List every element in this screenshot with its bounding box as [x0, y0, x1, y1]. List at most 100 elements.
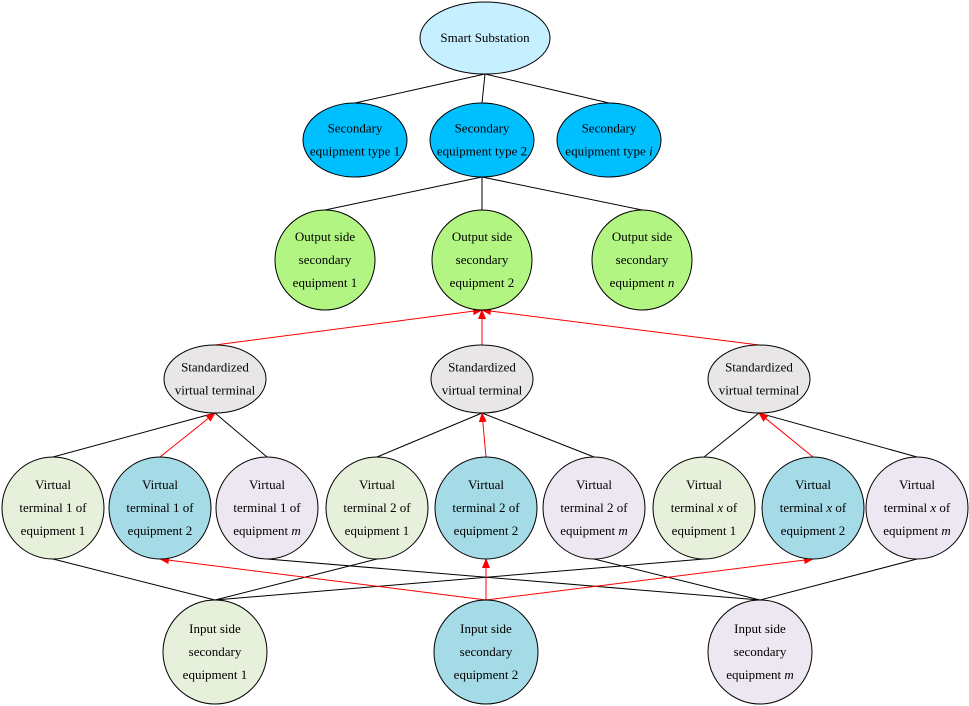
- node-vt-x-eq-m-label-line-3: equipment m: [883, 523, 951, 538]
- mapping-arrow-in2-vtx2: [485, 556, 814, 601]
- edge-vt2m-inm: [593, 558, 761, 601]
- node-input-equipment-2-label-line-2: secondary: [460, 644, 513, 659]
- node-standardized-terminal-2-label-line-1: Standardized: [448, 360, 516, 375]
- edge-type2-out1: [324, 176, 483, 211]
- node-vt-1-eq-m-label-line-1: Virtual: [249, 477, 285, 492]
- edge-root-type1: [354, 73, 486, 104]
- edge-vt1m-inm: [266, 558, 761, 601]
- node-vt-x-eq-2-shape: [761, 456, 865, 560]
- node-smart-substation-label-line-1: Smart Substation: [440, 30, 530, 45]
- node-standardized-terminal-1-label-line-2: virtual terminal: [175, 383, 256, 398]
- node-vt-x-eq-m-label-line-1: Virtual: [899, 477, 935, 492]
- node-output-equipment-2-label-line-3: equipment 2: [450, 275, 515, 290]
- node-input-equipment-2-shape: [433, 599, 539, 705]
- node-input-equipment-m-label-line-1: Input side: [734, 621, 786, 636]
- node-equipment-type-1: Secondary equipment type 1: [302, 102, 408, 178]
- node-input-equipment-1-label-line-3: equipment 1: [183, 667, 248, 682]
- node-input-equipment-m-shape: [707, 599, 813, 705]
- node-output-equipment-2-label-line-2: secondary: [456, 252, 509, 267]
- node-vt-1-eq-1: Virtual terminal 1 of equipment 1: [1, 456, 105, 560]
- node-vt-1-eq-m-label-line-3: equipment m: [233, 523, 301, 538]
- node-input-equipment-1: Input side secondary equipment 1: [162, 599, 268, 705]
- node-standardized-terminal-1-shape: [163, 344, 267, 414]
- node-vt-1-eq-1-label-line-2: terminal 1 of: [19, 500, 87, 515]
- node-vt-x-eq-m-label-line-2: terminal x of: [884, 500, 951, 515]
- node-vt-2-eq-m-label-line-2: terminal 2 of: [560, 500, 628, 515]
- node-standardized-terminal-3-label-line-2: virtual terminal: [719, 383, 800, 398]
- node-smart-substation-shape: [419, 1, 551, 75]
- node-output-equipment-1-label-line-2: secondary: [299, 252, 352, 267]
- mapping-arrow-vt22-std2: [478, 412, 487, 458]
- node-vt-1-eq-m-shape: [215, 456, 319, 560]
- node-output-equipment-2-label-line-1: Output side: [452, 229, 513, 244]
- node-standardized-terminal-3-label-line-1: Standardized: [725, 360, 793, 375]
- edge-std2-vt21: [376, 412, 483, 458]
- node-equipment-type-1-shape: [302, 102, 408, 178]
- node-vt-1-eq-1-label-line-3: equipment 1: [21, 523, 86, 538]
- node-input-equipment-1-label-line-2: secondary: [189, 644, 242, 659]
- node-vt-2-eq-m-label-line-3: equipment m: [560, 523, 628, 538]
- edge-type2-outn: [481, 176, 643, 211]
- node-output-equipment-1: Output side secondary equipment 1: [274, 209, 376, 311]
- edge-vt21-in1: [214, 558, 378, 601]
- node-vt-1-eq-1-label-line-1: Virtual: [35, 477, 71, 492]
- node-input-equipment-2-label-line-3: equipment 2: [454, 667, 519, 682]
- node-vt-1-eq-2-label-line-3: equipment 2: [128, 523, 193, 538]
- node-vt-1-eq-1-shape: [1, 456, 105, 560]
- node-vt-x-eq-m-shape: [865, 456, 969, 560]
- node-standardized-terminal-2: Standardized virtual terminal: [430, 344, 534, 414]
- edge-std2-vt2m: [481, 412, 595, 458]
- node-vt-1-eq-2-shape: [108, 456, 212, 560]
- node-output-equipment-2: Output side secondary equipment 2: [431, 209, 533, 311]
- node-equipment-type-i-label-line-2: equipment type i: [565, 144, 653, 159]
- node-equipment-type-1-label-line-2: equipment type 1: [310, 144, 400, 159]
- edge-std3-vtxm: [758, 412, 918, 458]
- node-equipment-type-2-shape: [429, 102, 535, 178]
- edge-std1-vt1m: [214, 412, 268, 458]
- node-vt-2-eq-1-shape: [325, 456, 429, 560]
- node-input-equipment-1-shape: [162, 599, 268, 705]
- node-smart-substation: Smart Substation: [419, 1, 551, 75]
- node-standardized-terminal-3-shape: [707, 344, 811, 414]
- node-vt-x-eq-m: Virtual terminal x of equipment m: [865, 456, 969, 560]
- edge-root-type2: [481, 73, 486, 104]
- node-vt-x-eq-1-label-line-2: terminal x of: [671, 500, 738, 515]
- node-equipment-type-i-shape: [556, 102, 662, 178]
- edge-vtxm-inm: [759, 558, 918, 601]
- node-input-equipment-m-label-line-3: equipment m: [726, 667, 794, 682]
- node-vt-x-eq-1-shape: [652, 456, 756, 560]
- node-output-equipment-n-label-line-1: Output side: [612, 229, 673, 244]
- node-vt-2-eq-1-label-line-1: Virtual: [359, 477, 395, 492]
- node-vt-2-eq-2-label-line-3: equipment 2: [454, 523, 519, 538]
- node-vt-x-eq-2-label-line-3: equipment 2: [781, 523, 846, 538]
- node-input-equipment-1-label-line-1: Input side: [189, 621, 241, 636]
- node-equipment-type-2-label-line-1: Secondary: [455, 121, 510, 136]
- edge-std3-vtx1: [703, 412, 760, 458]
- node-standardized-terminal-2-label-line-2: virtual terminal: [442, 383, 523, 398]
- mapping-arrow-std1-out2: [214, 307, 483, 346]
- node-standardized-terminal-2-shape: [430, 344, 534, 414]
- edges-layer: [52, 73, 918, 601]
- node-vt-2-eq-2-label-line-1: Virtual: [468, 477, 504, 492]
- node-output-equipment-2-shape: [431, 209, 533, 311]
- node-vt-1-eq-2-label-line-2: terminal 1 of: [126, 500, 194, 515]
- node-output-equipment-1-label-line-1: Output side: [295, 229, 356, 244]
- node-vt-2-eq-1-label-line-2: terminal 2 of: [343, 500, 411, 515]
- node-output-equipment-1-label-line-3: equipment 1: [293, 275, 358, 290]
- node-vt-2-eq-m: Virtual terminal 2 of equipment m: [542, 456, 646, 560]
- edge-root-typei: [484, 73, 610, 104]
- node-equipment-type-1-label-line-1: Secondary: [328, 121, 383, 136]
- node-vt-2-eq-m-label-line-1: Virtual: [576, 477, 612, 492]
- node-output-equipment-n-shape: [591, 209, 693, 311]
